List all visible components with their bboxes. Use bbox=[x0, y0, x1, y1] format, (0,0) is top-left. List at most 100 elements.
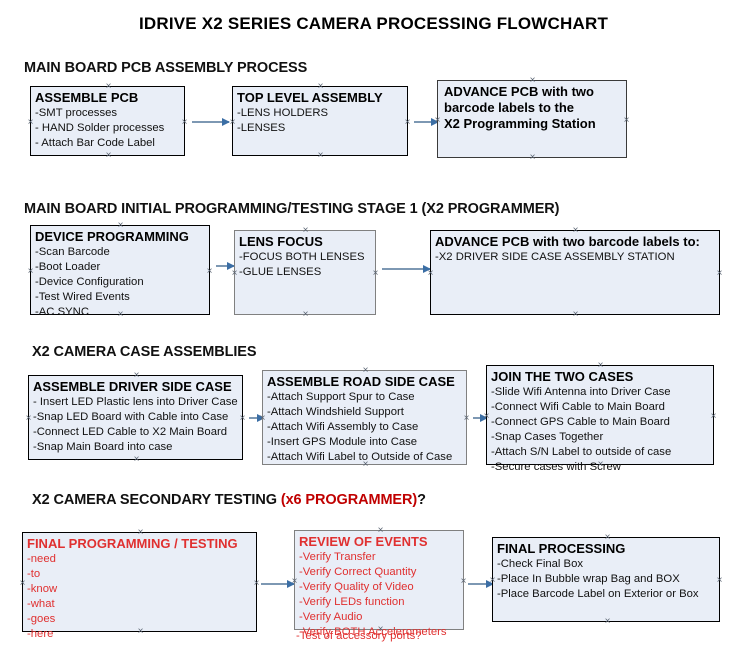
box-item-list: - Insert LED Plastic lens into Driver Ca… bbox=[33, 395, 242, 455]
list-item: -what bbox=[27, 597, 55, 610]
list-item: -here bbox=[27, 627, 54, 640]
box-title: LENS FOCUS bbox=[239, 234, 323, 249]
section-heading-tail: ? bbox=[417, 492, 426, 508]
box-join-the-two-cases[interactable]: JOIN THE TWO CASES -Slide Wifi Antenna i… bbox=[486, 365, 714, 473]
list-item: -Verify Audio bbox=[299, 610, 363, 623]
box-title: FINAL PROGRAMMING / TESTING bbox=[27, 536, 238, 551]
page-title: IDRIVE X2 SERIES CAMERA PROCESSING FLOWC… bbox=[138, 14, 609, 33]
list-item: -FOCUS BOTH LENSES bbox=[239, 250, 365, 263]
box-top-level-assembly[interactable]: TOP LEVEL ASSEMBLY -LENS HOLDERS -LENSES bbox=[232, 86, 408, 156]
list-item: -Connect LED Cable to X2 Main Board bbox=[33, 425, 228, 438]
box-item-list: -Scan Barcode -Boot Loader -Device Confi… bbox=[35, 245, 209, 320]
connector-handle-bottom[interactable] bbox=[528, 153, 537, 162]
box-item-list: -Slide Wifi Antenna into Driver Case -Co… bbox=[491, 385, 713, 475]
box-advance-pcb-programming-station[interactable]: ADVANCE PCB with two barcode labels to t… bbox=[437, 80, 627, 158]
box-item-list: -X2 DRIVER SIDE CASE ASSEMBLY STATION bbox=[435, 250, 719, 265]
list-item: - Insert LED Plastic lens into Driver Ca… bbox=[33, 395, 238, 408]
connector-handle-bottom[interactable] bbox=[104, 151, 113, 160]
arrow-road-case-to-join-cases bbox=[473, 413, 488, 422]
arrow-pcb-to-top-level bbox=[192, 117, 230, 126]
list-item: -Test Wired Events bbox=[35, 290, 130, 303]
list-item: -SMT processes bbox=[35, 106, 118, 119]
connector-handle-bottom[interactable] bbox=[316, 151, 325, 160]
list-item: -Boot Loader bbox=[35, 260, 101, 273]
section-heading-main-board-initial-programming: MAIN BOARD INITIAL PROGRAMMING/TESTING S… bbox=[24, 201, 560, 217]
box-title: ASSEMBLE DRIVER SIDE CASE bbox=[33, 379, 232, 394]
box-item-list: -need -to -know -what -goes -here bbox=[27, 552, 256, 642]
box-title: ASSEMBLE ROAD SIDE CASE bbox=[267, 374, 455, 389]
arrow-top-level-to-advance bbox=[414, 117, 439, 126]
box-advance-pcb-driver-side-station[interactable]: ADVANCE PCB with two barcode labels to: … bbox=[430, 230, 720, 315]
arrow-review-to-final-processing bbox=[468, 579, 494, 588]
list-item: -Device Configuration bbox=[35, 275, 144, 288]
list-item: -Attach Support Spur to Case bbox=[267, 390, 415, 403]
list-item: -Verify Quality of Video bbox=[299, 580, 414, 593]
box-item-list: -Verify Transfer -Verify Correct Quantit… bbox=[299, 550, 463, 640]
box-device-programming[interactable]: DEVICE PROGRAMMING -Scan Barcode -Boot L… bbox=[30, 225, 210, 318]
box-title: TOP LEVEL ASSEMBLY bbox=[237, 90, 383, 105]
list-item: -Snap Main Board into case bbox=[33, 440, 173, 453]
box-title: FINAL PROCESSING bbox=[497, 541, 626, 556]
list-item: -Snap Cases Together bbox=[491, 430, 604, 443]
box-title: ADVANCE PCB with two bbox=[444, 84, 594, 99]
box-title: DEVICE PROGRAMMING bbox=[35, 229, 189, 244]
section-heading-text: X2 CAMERA SECONDARY TESTING bbox=[32, 492, 281, 508]
list-item: -Verify LEDs function bbox=[299, 595, 405, 608]
list-item: -Place Barcode Label on Exterior or Box bbox=[497, 587, 699, 600]
box-item-list: -LENS HOLDERS -LENSES bbox=[237, 106, 407, 136]
list-item: -Scan Barcode bbox=[35, 245, 110, 258]
list-item: -AC SYNC bbox=[35, 305, 89, 318]
arrow-driver-case-to-road-case bbox=[249, 413, 265, 422]
list-item: -need bbox=[27, 552, 56, 565]
box-assemble-road-side-case[interactable]: ASSEMBLE ROAD SIDE CASE -Attach Support … bbox=[262, 370, 467, 465]
list-item: -Attach Windshield Support bbox=[267, 405, 404, 418]
list-item: -LENS HOLDERS bbox=[237, 106, 329, 119]
box-item-list: -Check Final Box -Place In Bubble wrap B… bbox=[497, 557, 719, 602]
list-item: -Insert GPS Module into Case bbox=[267, 435, 418, 448]
box-item-list: -Attach Support Spur to Case -Attach Win… bbox=[267, 390, 466, 465]
box-final-processing[interactable]: FINAL PROCESSING -Check Final Box -Place… bbox=[492, 537, 720, 622]
section-heading-x2-camera-secondary-testing: X2 CAMERA SECONDARY TESTING (x6 PROGRAMM… bbox=[32, 492, 426, 508]
list-item: -Place In Bubble wrap Bag and BOX bbox=[497, 572, 680, 585]
section-heading-x2-camera-case-assemblies: X2 CAMERA CASE ASSEMBLIES bbox=[32, 344, 257, 360]
arrow-final-prog-to-review bbox=[261, 579, 295, 588]
box-title: ADVANCE PCB with two barcode labels to: bbox=[435, 234, 700, 249]
list-item: -Attach Wifi Assembly to Case bbox=[267, 420, 419, 433]
list-item: -to bbox=[27, 567, 41, 580]
list-item: -X2 DRIVER SIDE CASE ASSEMBLY STATION bbox=[435, 250, 675, 263]
box-title: REVIEW OF EVENTS bbox=[299, 534, 428, 549]
list-item: -GLUE LENSES bbox=[239, 265, 322, 278]
section-heading-main-board-pcb-assembly: MAIN BOARD PCB ASSEMBLY PROCESS bbox=[24, 60, 308, 76]
list-item: -Slide Wifi Antenna into Driver Case bbox=[491, 385, 671, 398]
box-item-list: -SMT processes - HAND Solder processes -… bbox=[35, 106, 184, 151]
connector-handle-bottom[interactable] bbox=[603, 617, 612, 626]
box-assemble-driver-side-case[interactable]: ASSEMBLE DRIVER SIDE CASE - Insert LED P… bbox=[28, 375, 243, 460]
box-title-line2: barcode labels to the bbox=[444, 99, 575, 115]
list-item: -goes bbox=[27, 612, 56, 625]
list-item: - Attach Bar Code Label bbox=[35, 136, 155, 149]
list-item: -Verify Correct Quantity bbox=[299, 565, 417, 578]
list-item: -LENSES bbox=[237, 121, 286, 134]
connector-handle-bottom[interactable] bbox=[132, 455, 141, 464]
connector-handle-bottom[interactable] bbox=[301, 310, 310, 319]
list-item: -know bbox=[27, 582, 58, 595]
box-title: JOIN THE TWO CASES bbox=[491, 369, 634, 384]
list-item: -Connect GPS Cable to Main Board bbox=[491, 415, 670, 428]
list-item: -Secure cases with Screw bbox=[491, 460, 621, 473]
box-review-of-events[interactable]: REVIEW OF EVENTS -Verify Transfer -Verif… bbox=[294, 530, 464, 638]
box-item-list: -FOCUS BOTH LENSES -GLUE LENSES bbox=[239, 250, 375, 280]
box-final-programming-testing[interactable]: FINAL PROGRAMMING / TESTING -need -to -k… bbox=[22, 532, 257, 640]
list-item: -Attach S/N Label to outside of case bbox=[491, 445, 672, 458]
arrow-device-prog-to-lens-focus bbox=[216, 261, 235, 270]
box-title: ASSEMBLE PCB bbox=[35, 90, 139, 105]
list-item: -Connect Wifi Cable to Main Board bbox=[491, 400, 665, 413]
list-item: -Attach Wifi Label to Outside of Case bbox=[267, 450, 453, 463]
list-item: -Verify Transfer bbox=[299, 550, 376, 563]
box-assemble-pcb[interactable]: ASSEMBLE PCB -SMT processes - HAND Solde… bbox=[30, 86, 185, 156]
connector-handle-right[interactable] bbox=[715, 269, 724, 278]
connector-handle-bottom[interactable] bbox=[571, 310, 580, 319]
list-item: -Snap LED Board with Cable into Case bbox=[33, 410, 229, 423]
list-item: -Verify BOTH Accelerometers bbox=[299, 625, 447, 638]
list-item: -Check Final Box bbox=[497, 557, 584, 570]
box-lens-focus[interactable]: LENS FOCUS -FOCUS BOTH LENSES -GLUE LENS… bbox=[234, 230, 376, 315]
